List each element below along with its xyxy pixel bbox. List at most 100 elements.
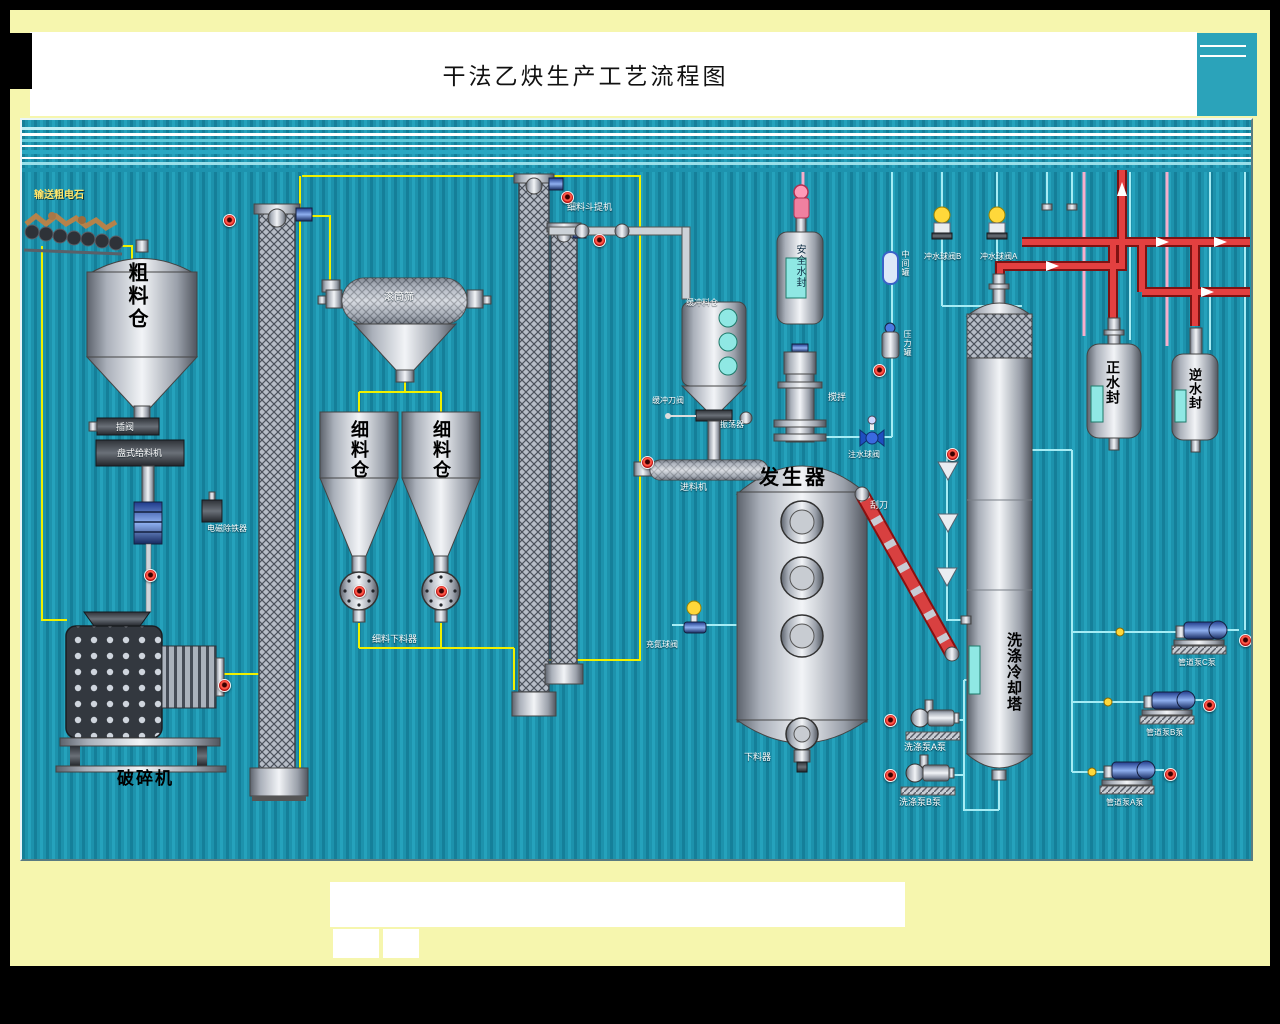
page-title: 干法乙炔生产工艺流程图 bbox=[442, 64, 729, 89]
diagram: 输送粗电石 粗料仓 插阀 盘式给料机 电磁除铁器 破碎机 滚筒筛 细料仓 细料仓… bbox=[20, 118, 1253, 861]
coarse-silo bbox=[85, 239, 199, 421]
flush-ball-valve-b[interactable] bbox=[931, 206, 953, 240]
label-flush-ball-valve-a: 冲水球阀A bbox=[980, 252, 1018, 261]
label-pipeline-pump-a: 管道泵A泵 bbox=[1106, 798, 1144, 807]
label-oscillator: 振荡器 bbox=[720, 420, 744, 429]
flow-arrows bbox=[1046, 182, 1227, 297]
pipeline-pump-b[interactable] bbox=[1139, 690, 1196, 725]
generator bbox=[735, 343, 869, 773]
label-conveyor: 输送粗电石 bbox=[34, 190, 84, 201]
crusher bbox=[55, 611, 227, 773]
process-graphics bbox=[22, 127, 1251, 811]
status-light bbox=[1239, 634, 1251, 647]
header-right-panel bbox=[1197, 33, 1257, 116]
label-pressure-tank: 压力罐 bbox=[903, 330, 912, 357]
status-light bbox=[1164, 768, 1177, 781]
label-water-ball-valve: 注水球阀 bbox=[848, 450, 880, 459]
carbide-conveyor bbox=[23, 212, 124, 256]
status-light bbox=[884, 714, 897, 727]
pipes-red bbox=[995, 170, 1250, 326]
status-light bbox=[1203, 699, 1216, 712]
label-nitrogen-ball-valve: 充氮球阀 bbox=[646, 640, 678, 649]
status-light bbox=[353, 585, 366, 598]
status-light bbox=[946, 448, 959, 461]
buffer-knife-valve[interactable] bbox=[665, 409, 733, 422]
wash-pump-b[interactable] bbox=[900, 754, 956, 796]
status-light bbox=[641, 456, 654, 469]
label-generator: 发生器 bbox=[759, 467, 828, 489]
disc-feeder bbox=[95, 439, 185, 613]
label-drum-screen: 滚筒筛 bbox=[384, 292, 414, 303]
label-fine-bucket-elevator: 细料斗提机 bbox=[567, 202, 613, 212]
suction-valves[interactable] bbox=[1087, 627, 1125, 777]
status-light bbox=[435, 585, 448, 598]
water-ball-valve[interactable] bbox=[859, 415, 885, 448]
safety-seal-valve[interactable] bbox=[793, 184, 810, 219]
flush-ball-valve-a[interactable] bbox=[986, 206, 1008, 240]
bottom-panel-small-1 bbox=[333, 929, 379, 958]
label-crusher: 破碎机 bbox=[117, 769, 174, 788]
label-pipeline-pump-b: 管道泵B泵 bbox=[1146, 728, 1184, 737]
pipe-cap bbox=[1066, 203, 1078, 211]
label-scraper: 刮刀 bbox=[870, 500, 889, 510]
wash-pump-a[interactable] bbox=[905, 699, 961, 741]
drum-screen bbox=[317, 277, 492, 383]
manholes bbox=[780, 500, 824, 658]
bucket-elevator-fine-b bbox=[544, 222, 587, 685]
washing-cooling-tower bbox=[960, 273, 1034, 781]
status-light bbox=[873, 364, 886, 377]
magnetic-separator bbox=[201, 491, 223, 523]
reverse-water-seal bbox=[1171, 327, 1219, 453]
pipeline-pump-c[interactable] bbox=[1171, 620, 1228, 655]
buffer-downpipe bbox=[707, 420, 721, 461]
pipe-rack-header bbox=[22, 127, 1251, 172]
label-feeder: 进料机 bbox=[680, 482, 708, 492]
decor-line bbox=[1200, 55, 1246, 57]
nitrogen-ball-valve[interactable] bbox=[683, 600, 707, 634]
label-agitator: 搅拌 bbox=[828, 392, 847, 402]
label-fine-silo-b: 细料仓 bbox=[431, 420, 451, 480]
gate-valve[interactable] bbox=[88, 417, 160, 436]
corner-notch bbox=[10, 33, 32, 89]
status-light bbox=[884, 769, 897, 782]
screw-feeder bbox=[633, 459, 769, 481]
pipe-cap bbox=[1041, 203, 1053, 211]
label-pipeline-pump-c: 管道泵C泵 bbox=[1178, 658, 1216, 667]
bottom-panel-small-2 bbox=[383, 929, 419, 958]
pressure-tank bbox=[881, 322, 900, 359]
label-gate-valve: 插阀 bbox=[116, 422, 135, 432]
fine-silo-b bbox=[401, 411, 481, 623]
label-coarse-silo: 粗料仓 bbox=[125, 262, 147, 331]
intermediate-tank bbox=[882, 251, 899, 285]
label-safety-water-seal: 安全水封 bbox=[794, 244, 805, 288]
pipeline-pump-a[interactable] bbox=[1099, 760, 1156, 795]
buffer-silo bbox=[680, 301, 748, 411]
label-buffer-silo: 缓冲料仓 bbox=[686, 298, 718, 307]
label-disc-feeder: 盘式给料机 bbox=[117, 448, 163, 458]
status-light bbox=[144, 569, 157, 582]
spray-nozzles bbox=[936, 461, 959, 588]
label-fine-silo-a: 细料仓 bbox=[349, 420, 369, 480]
safety-water-seal bbox=[776, 215, 824, 325]
label-intermediate-tank: 中间罐 bbox=[901, 250, 910, 277]
label-fine-discharger: 细料下料器 bbox=[372, 634, 418, 644]
bucket-elevator-coarse bbox=[249, 203, 313, 801]
label-buffer-knife-valve: 缓冲刀阀 bbox=[652, 396, 684, 405]
status-light bbox=[561, 191, 574, 204]
scraper-conveyor bbox=[854, 486, 960, 662]
label-wash-pump-a: 洗涤泵A泵 bbox=[904, 742, 947, 752]
label-wash-pump-b: 洗涤泵B泵 bbox=[899, 797, 942, 807]
label-flush-ball-valve-b: 冲水球阀B bbox=[924, 252, 962, 261]
decor-line bbox=[1200, 45, 1246, 47]
title-bar: 干法乙炔生产工艺流程图 bbox=[30, 32, 1197, 116]
oscillator bbox=[739, 411, 753, 425]
label-magnetic-separator: 电磁除铁器 bbox=[207, 524, 247, 533]
pipes-pink bbox=[801, 172, 1169, 346]
label-washing-cooling-tower: 洗涤冷却塔 bbox=[1005, 632, 1022, 712]
label-reverse-water-seal: 逆水封 bbox=[1187, 368, 1202, 410]
status-light bbox=[593, 234, 606, 247]
bucket-elevator-fine-a bbox=[511, 173, 564, 717]
label-discharger: 下料器 bbox=[744, 752, 772, 762]
status-light bbox=[223, 214, 236, 227]
